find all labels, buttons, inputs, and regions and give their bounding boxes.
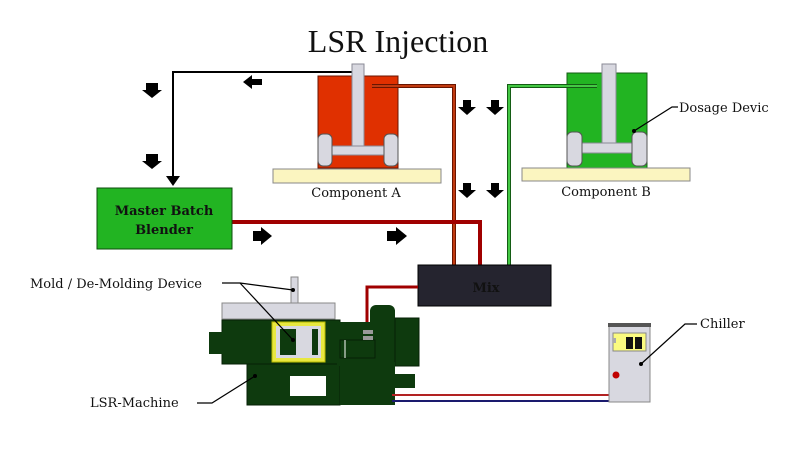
lsr-machine-callout bbox=[197, 374, 257, 404]
mix-label: Mix bbox=[472, 281, 499, 296]
component-b-label: Component B bbox=[561, 185, 651, 200]
lsr-machine bbox=[209, 276, 420, 406]
component-a-tank bbox=[272, 63, 442, 184]
dosage-device-callout bbox=[632, 106, 678, 133]
diagram-title: LSR Injection bbox=[308, 23, 488, 59]
lsr-machine-label: LSR-Machine bbox=[90, 396, 179, 411]
master-batch-label-line1: Master Batch bbox=[115, 204, 214, 219]
arrow-down-icon bbox=[458, 183, 476, 198]
mold-callout bbox=[222, 282, 295, 342]
dosage-device-label: Dosage Devic bbox=[679, 101, 769, 116]
arrow-down-icon bbox=[486, 183, 504, 198]
arrow-right-icon bbox=[253, 227, 272, 245]
arrow-down-icon bbox=[142, 83, 162, 98]
arrow-down-icon bbox=[486, 100, 504, 115]
chiller-callout bbox=[639, 323, 697, 366]
component-b-tank bbox=[521, 63, 691, 182]
return-line bbox=[166, 71, 352, 186]
chiller-unit bbox=[608, 323, 651, 403]
component-b-pipe bbox=[507, 84, 597, 265]
component-a-label: Component A bbox=[311, 186, 401, 201]
component-a-pipe bbox=[372, 84, 456, 265]
master-batch-label-line2: Blender bbox=[135, 223, 193, 238]
arrow-down-icon bbox=[142, 154, 162, 169]
master-batch-pipe bbox=[232, 220, 482, 265]
mold-label: Mold / De-Molding Device bbox=[30, 277, 202, 292]
master-batch-blender bbox=[96, 187, 233, 250]
arrow-right-icon bbox=[387, 227, 407, 245]
arrow-left-icon bbox=[243, 75, 262, 89]
chiller-indicator-light bbox=[612, 371, 620, 379]
mix-to-machine-pipe bbox=[365, 285, 418, 330]
chiller-label: Chiller bbox=[700, 317, 745, 332]
arrow-down-icon bbox=[458, 100, 476, 115]
